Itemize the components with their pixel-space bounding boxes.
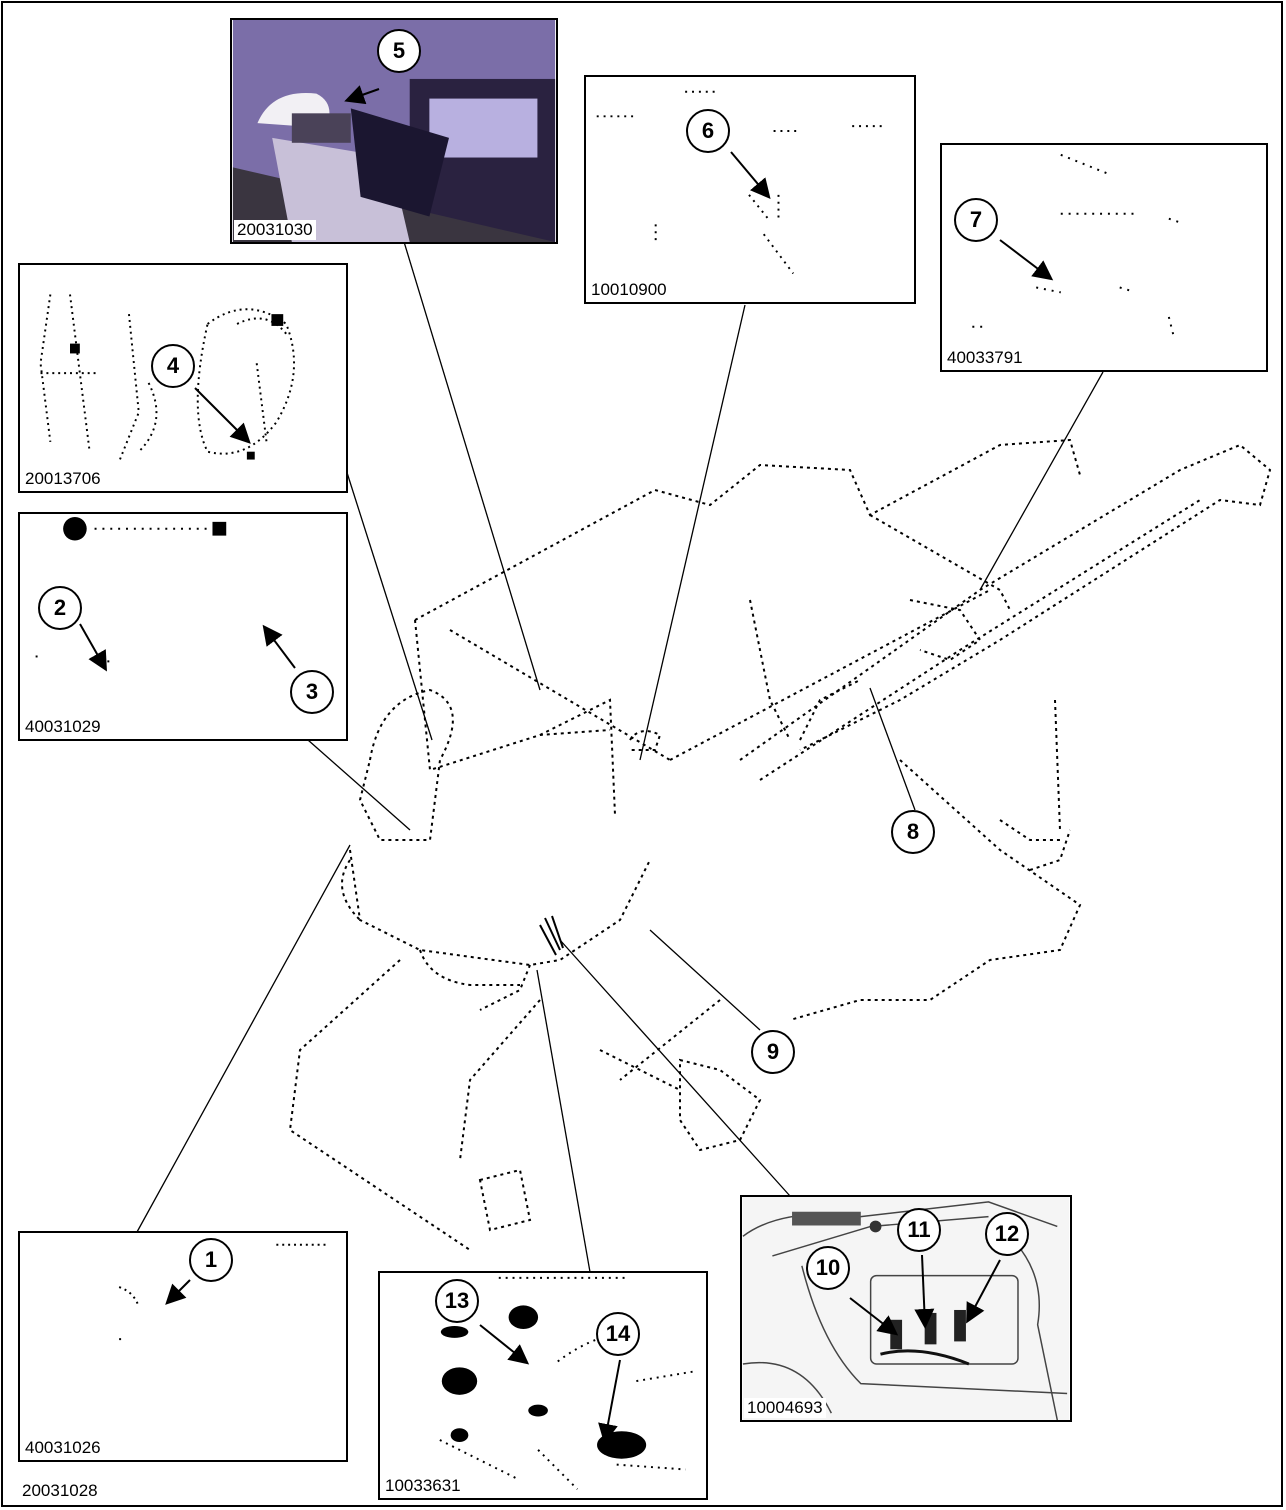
callout-7: 7	[954, 198, 998, 242]
callout-14: 14	[596, 1312, 640, 1356]
callout-13: 13	[435, 1279, 479, 1323]
callout-11: 11	[897, 1208, 941, 1252]
inset-ref-number: 10004693	[744, 1398, 826, 1418]
detail-7-sketch	[972, 153, 1184, 337]
detail-1-sketch	[118, 1243, 326, 1341]
callout-3: 3	[290, 670, 334, 714]
inset-ref-number: 40031029	[22, 717, 104, 737]
inset-detail-1: 40031026	[18, 1231, 348, 1462]
inset-detail-7: 40033791	[940, 143, 1268, 372]
inset-ref-number: 20031030	[234, 220, 316, 240]
cable-bundle	[539, 915, 564, 956]
detail-4-sketch	[39, 294, 295, 462]
callout-10: 10	[806, 1246, 850, 1290]
detail-2-3-sketch	[35, 516, 227, 663]
inset-ref-number: 20013706	[22, 469, 104, 489]
callout-9: 9	[751, 1030, 795, 1074]
figure-number: 20031028	[22, 1481, 98, 1500]
callout-5: 5	[377, 29, 421, 73]
inset-detail-6: 10010900	[584, 75, 916, 304]
callout-2: 2	[38, 586, 82, 630]
inset-ref-number: 10033631	[382, 1476, 464, 1496]
inset-ref-number: 40031026	[22, 1438, 104, 1458]
machine-outline	[288, 438, 1272, 1251]
detail-6-sketch	[596, 90, 882, 275]
callout-6: 6	[686, 109, 730, 153]
inset-ref-number: 10010900	[588, 280, 670, 300]
callout-12: 12	[985, 1212, 1029, 1256]
inset-photo-5: 20031030	[230, 18, 558, 244]
callout-4: 4	[151, 344, 195, 388]
callout-8: 8	[891, 810, 935, 854]
inset-ref-number: 40033791	[944, 348, 1026, 368]
callout-1: 1	[189, 1238, 233, 1282]
inset-detail-13-14: 10033631	[378, 1271, 708, 1500]
photo-5-image	[232, 20, 556, 242]
leader-lines	[136, 221, 1104, 1273]
